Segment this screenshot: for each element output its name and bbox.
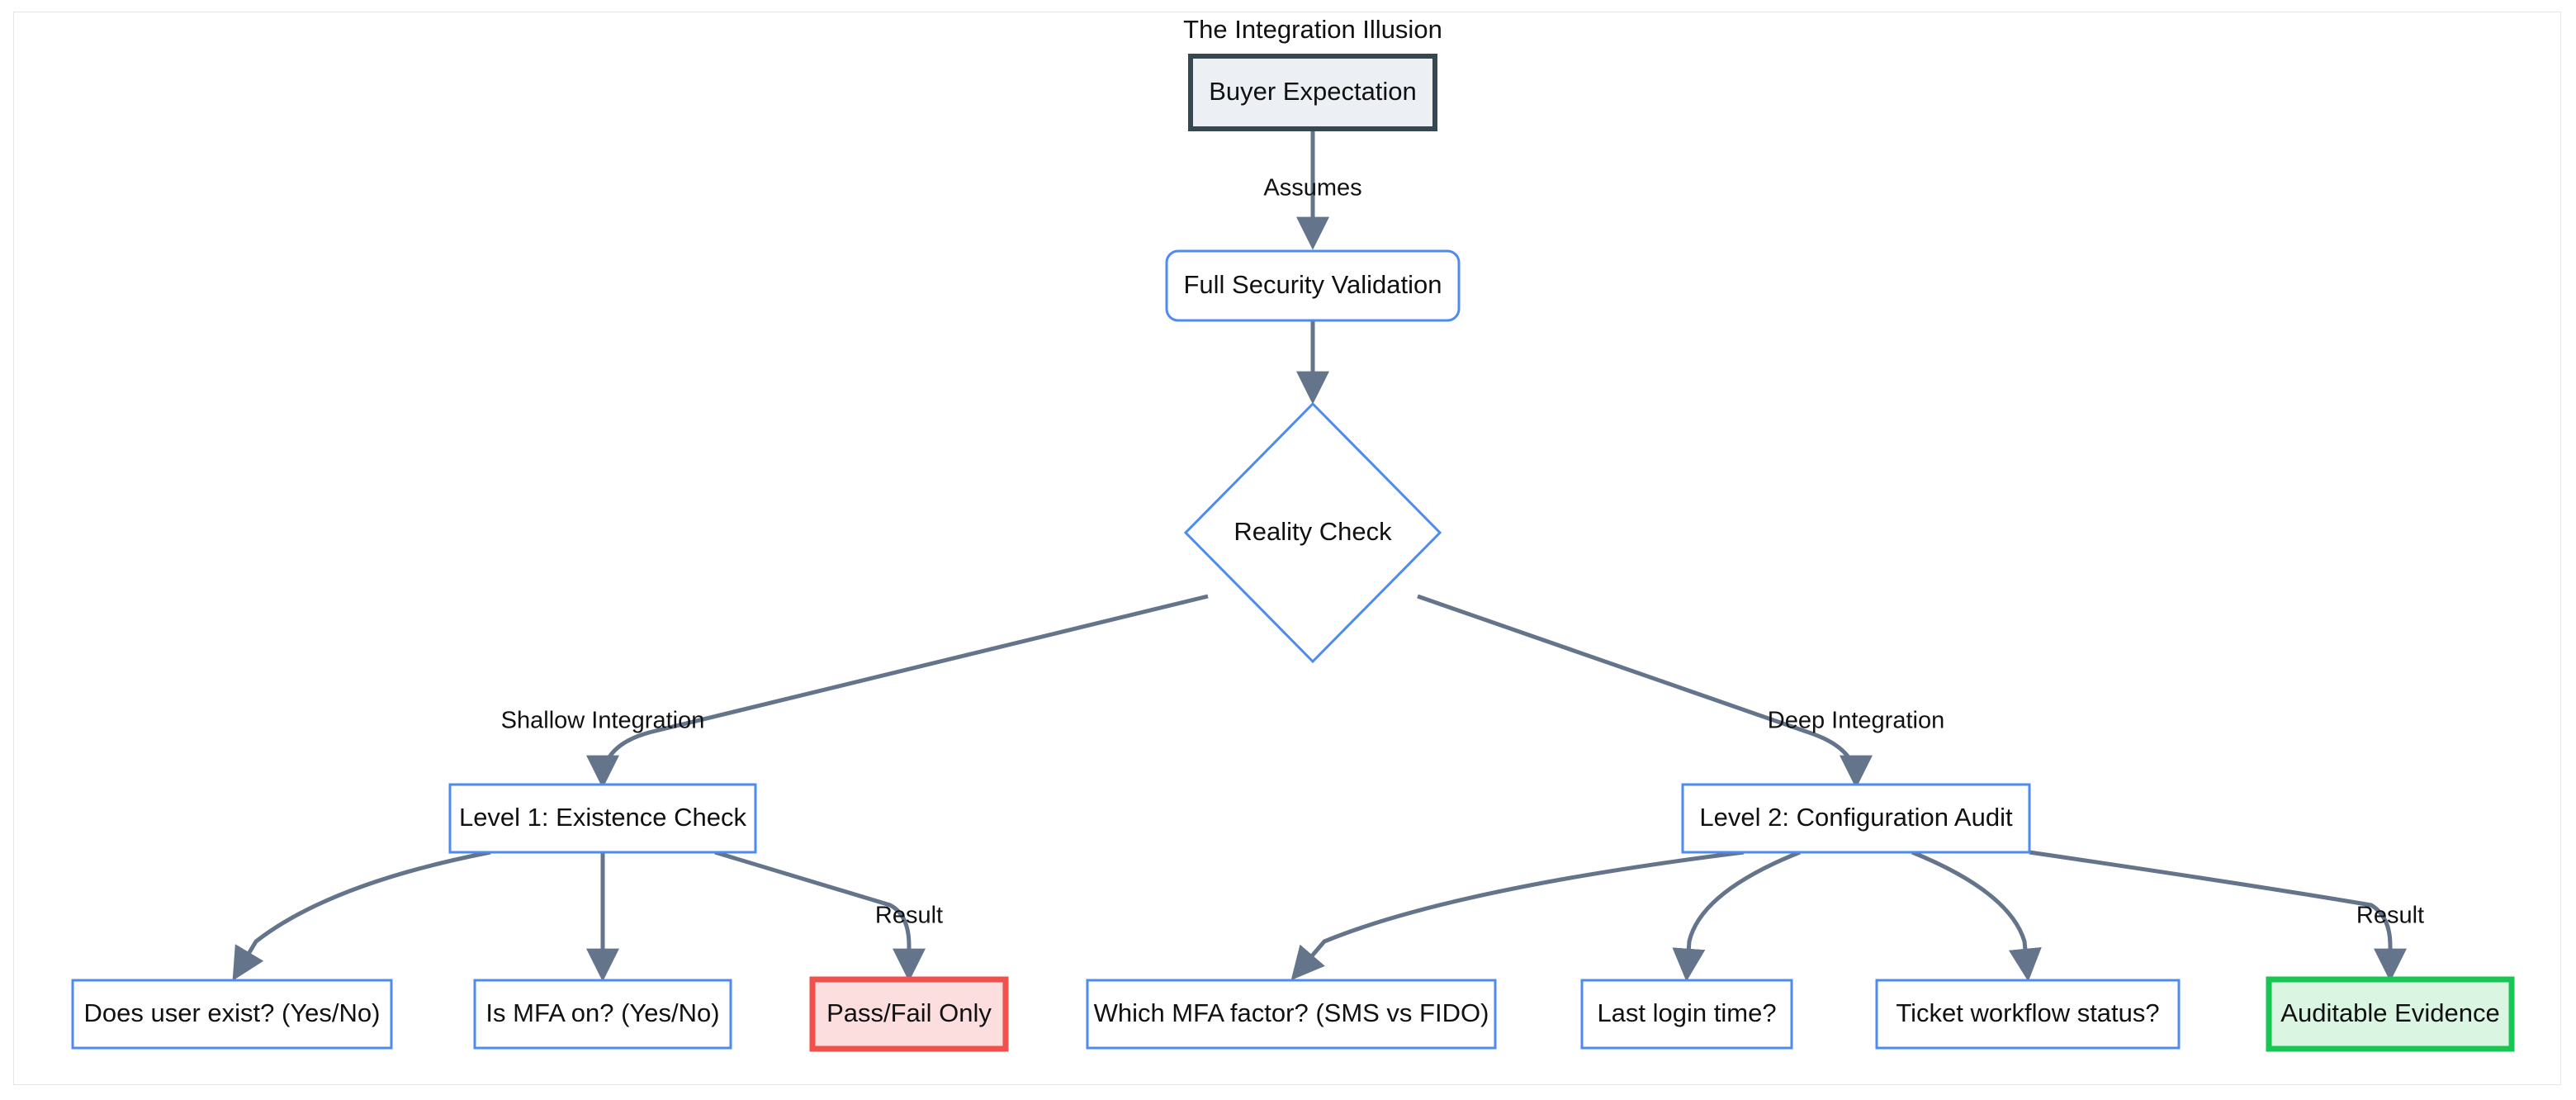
edge-level2-to-q5 — [1911, 850, 2042, 982]
node-pass-fail-only[interactable]: Pass/Fail Only — [809, 976, 1009, 1052]
node-last-login-time[interactable]: Last login time? — [1580, 979, 1793, 1050]
edge-reality-to-level2 — [1417, 594, 1873, 789]
node-label-level-2-configuration-audit: Level 2: Configuration Audit — [1699, 803, 2013, 832]
edge-level2-to-q3 — [1290, 850, 1745, 981]
edge-label-result-left: Result — [875, 903, 943, 929]
edge-label-assumes: Assumes — [1263, 175, 1361, 202]
node-label-is-mfa-on: Is MFA on? (Yes/No) — [485, 998, 719, 1027]
nodes-group: Buyer Expectation Full Security Validati… — [71, 54, 2515, 1052]
node-label-full-security-validation: Full Security Validation — [1183, 270, 1442, 299]
edges-group — [232, 129, 2407, 982]
node-is-mfa-on[interactable]: Is MFA on? (Yes/No) — [473, 979, 732, 1050]
node-label-last-login-time: Last login time? — [1597, 998, 1776, 1027]
edge-level1-to-q1 — [232, 850, 491, 981]
node-label-reality-check: Reality Check — [1234, 517, 1392, 546]
node-label-pass-fail-only: Pass/Fail Only — [826, 998, 992, 1027]
node-level-2-configuration-audit[interactable]: Level 2: Configuration Audit — [1681, 783, 2031, 854]
node-auditable-evidence[interactable]: Auditable Evidence — [2266, 976, 2515, 1052]
edge-reality-to-level1 — [586, 594, 1209, 789]
node-label-level-1-existence-check: Level 1: Existence Check — [459, 803, 747, 832]
node-full-security-validation[interactable]: Full Security Validation — [1165, 249, 1461, 322]
edge-labels-group: Assumes Shallow Integration Deep Integra… — [501, 175, 2424, 929]
node-does-user-exist[interactable]: Does user exist? (Yes/No) — [71, 979, 393, 1050]
node-label-auditable-evidence: Auditable Evidence — [2280, 998, 2499, 1027]
edge-label-shallow-integration: Shallow Integration — [501, 708, 705, 734]
node-buyer-expectation[interactable]: Buyer Expectation — [1188, 54, 1437, 131]
edge-level2-to-q4 — [1672, 850, 1801, 982]
node-which-mfa-factor[interactable]: Which MFA factor? (SMS vs FIDO) — [1086, 979, 1497, 1050]
edge-label-deep-integration: Deep Integration — [1768, 708, 1944, 734]
edge-level2-to-evidence — [2029, 850, 2407, 982]
edge-label-result-right: Result — [2356, 903, 2424, 929]
page-title: The Integration Illusion — [1183, 15, 1442, 44]
node-level-1-existence-check[interactable]: Level 1: Existence Check — [448, 783, 757, 854]
node-ticket-workflow-status[interactable]: Ticket workflow status? — [1875, 979, 2181, 1050]
node-reality-check[interactable]: Reality Check — [1183, 401, 1442, 664]
node-label-does-user-exist: Does user exist? (Yes/No) — [84, 998, 381, 1027]
node-label-ticket-workflow-status: Ticket workflow status? — [1896, 998, 2159, 1027]
edge-level1-to-passfail — [714, 850, 926, 982]
node-label-which-mfa-factor: Which MFA factor? (SMS vs FIDO) — [1094, 998, 1489, 1027]
node-label-buyer-expectation: Buyer Expectation — [1209, 77, 1417, 106]
